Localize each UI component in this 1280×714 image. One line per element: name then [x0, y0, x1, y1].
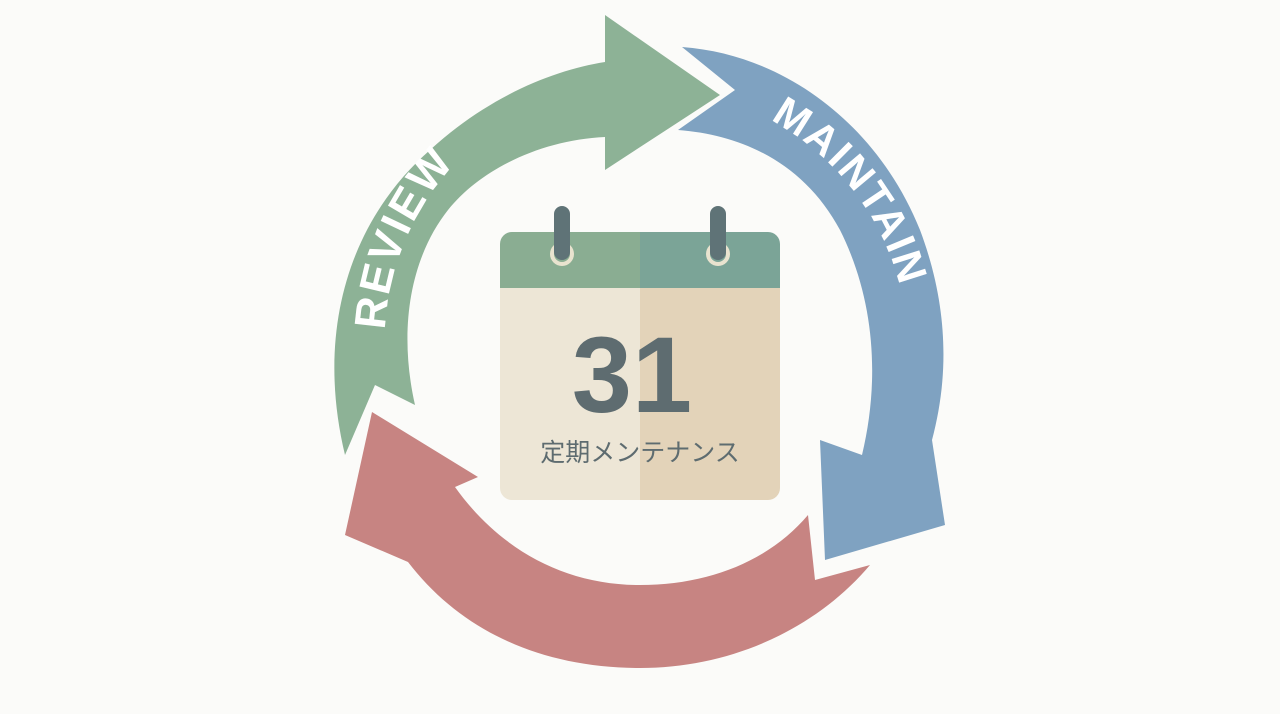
maintain-arrow — [678, 47, 945, 560]
return-arrow — [345, 412, 870, 668]
calendar-pin-right — [710, 206, 726, 260]
calendar-day: 31 — [572, 314, 692, 435]
review-arrow — [334, 15, 720, 455]
calendar-icon: 31 定期メンテナンス — [500, 206, 780, 500]
calendar-caption: 定期メンテナンス — [540, 438, 740, 467]
maintain-label: MAINTAIN — [766, 87, 937, 290]
calendar-body-right — [640, 288, 780, 500]
calendar-pin-left — [554, 206, 570, 260]
calendar-body-left — [500, 288, 640, 500]
